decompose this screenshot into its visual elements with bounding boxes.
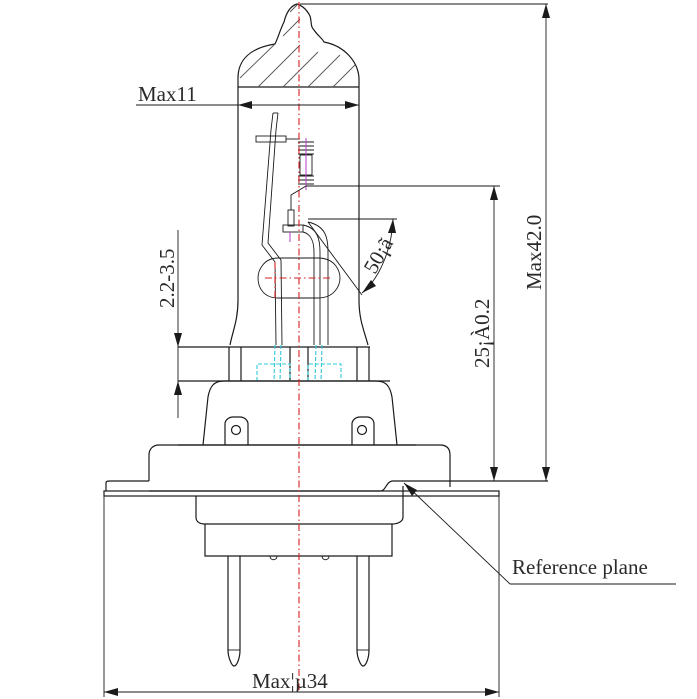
left-tab-hole (230, 424, 242, 436)
right-pin (356, 556, 370, 667)
pinch-seal (257, 257, 341, 299)
dim-glass-width-label: Max11 (138, 82, 197, 106)
hatch-lines (239, 4, 356, 88)
dim-base-width-label: Max¦µ34 (252, 669, 328, 693)
flange (103, 444, 548, 557)
flange-plate (103, 490, 500, 497)
dim-light-center: 25¡À0.2 (306, 185, 500, 481)
dim-light-center-label: 25¡À0.2 (470, 299, 494, 368)
left-tab (224, 416, 249, 445)
terminal-pins (227, 555, 370, 667)
dim-max11: Max11 (136, 82, 359, 109)
dim-angle-label: 50¡ã (359, 233, 399, 278)
right-tab (351, 416, 375, 445)
dim-angle: 50¡ã (307, 218, 399, 296)
dim-max42: Max42.0 (300, 3, 550, 481)
bulb-tip-outline (237, 3, 360, 87)
glass-envelope (229, 3, 369, 346)
glass-right-side (358, 87, 369, 346)
filament-coil (298, 138, 314, 190)
dim-pinch-offset-label: 2.2-3.5 (155, 249, 179, 309)
dim-base-width: Max¦µ34 (103, 496, 500, 697)
filament-assembly (255, 112, 341, 346)
dim-total-height-label: Max42.0 (522, 215, 546, 290)
upper-housing (178, 380, 416, 446)
left-pin (227, 556, 241, 667)
reference-plane-callout: Reference plane (403, 482, 676, 585)
glass-left-side (229, 87, 239, 346)
neck-collar (178, 344, 390, 382)
dim-pinch-offset: 2.2-3.5 (155, 230, 182, 418)
reference-plane-label: Reference plane (512, 555, 648, 579)
flange-step (149, 480, 404, 492)
right-tab-hole (356, 424, 368, 436)
